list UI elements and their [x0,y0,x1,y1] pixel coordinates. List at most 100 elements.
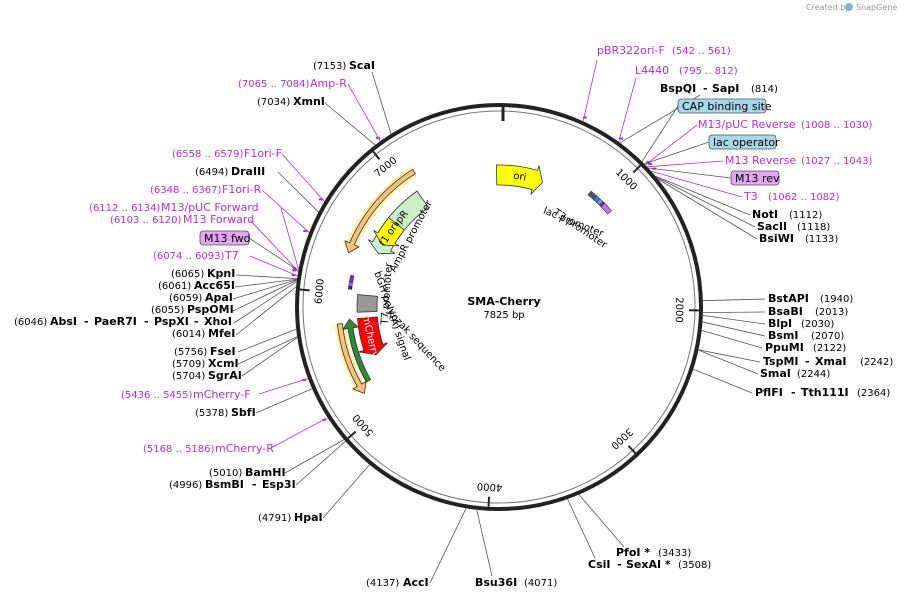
box-m13-rev[interactable]: M13 rev [730,170,780,186]
site-name: ScaI [349,59,375,72]
label-xcmi[interactable]: (5709) XcmI [172,357,239,370]
site-dash: - [194,315,199,328]
label-bsmi[interactable]: BsmI (2070) [768,329,844,342]
label-bsu36i[interactable]: Bsu36I (4071) [475,576,557,589]
label-mcherry-f[interactable]: (5436 .. 5455) mCherry-F [121,388,251,401]
feature-ori[interactable] [496,164,543,195]
label-smai[interactable]: SmaI (2244) [760,367,830,380]
leader-line [237,336,298,365]
label-amp-r[interactable]: (7065 .. 7084) Amp-R [238,77,347,90]
label-mcherry-r[interactable]: (5168 .. 5186) mCherry-R [143,442,274,455]
label-sacii[interactable]: SacII (1118) [757,220,830,233]
label-fsei[interactable]: (5756) FseI [174,345,236,358]
label-pbr322ori-f[interactable]: pBR322ori-F (542 .. 561) [597,44,731,57]
leader-line [249,219,299,272]
label-psp-omi[interactable]: (6055) PspOMI [151,303,234,316]
site-name: PflFI [755,386,783,399]
label-blpi[interactable]: BlpI (2030) [768,317,834,330]
label-f1ori-r[interactable]: (6348 .. 6367) F1ori-R [150,183,262,196]
plasmid-name: SMA-Cherry [467,295,540,308]
leader-line [702,311,766,314]
credit: Created by SnapGene [806,3,897,12]
site-name4: XhoI [204,315,232,328]
feature-mcherry-orange[interactable] [336,323,367,395]
label-noti[interactable]: NotI (1112) [752,208,822,221]
primer-range: (1062 .. 1082) [768,192,840,203]
label-mfei[interactable]: (6014) MfeI [172,327,235,340]
site-pos: (2242) [860,357,893,368]
box-bg [677,98,767,114]
label-f1ori-f[interactable]: (6558 .. 6579) F1ori-F [172,147,282,160]
site-name: MfeI [208,327,235,340]
label-acci[interactable]: (4137) AccI [366,576,429,589]
site-pos: (6494) [195,167,228,178]
label-pfoi[interactable]: PfoI * (3433) [616,546,691,559]
site-dash: - [805,355,810,368]
site-name: ApaI [205,291,233,304]
label-m13-reverse[interactable]: M13 Reverse (1027 .. 1043) [725,154,873,167]
feature-mcherry[interactable] [357,316,388,356]
label-m13-puc-forward[interactable]: (6112 .. 6134) M13/pUC Forward [89,201,259,214]
label-bamhi[interactable]: (5010) BamHI [209,466,286,479]
primer-range: (795 .. 812) [679,66,738,77]
label-bsabi[interactable]: BsaBI (2013) [768,305,848,318]
label-scai[interactable]: (7153) ScaI [313,59,375,72]
site-pos: (5010) [209,468,242,479]
primer-range: (1027 .. 1043) [801,156,873,167]
primer-name: F1ori-F [244,147,282,160]
box-m13-fwd[interactable]: M13 fwd [199,230,251,246]
leader-line [261,189,310,233]
box-lac-operator[interactable]: lac operator [708,134,780,150]
label-sgrai[interactable]: (5704) SgrAI [172,369,242,382]
feature-amp-r-arrow[interactable] [344,168,416,254]
label-kpni[interactable]: (6065) KpnI [171,267,235,280]
feature-f1-ori[interactable] [373,216,405,247]
site-pos: (814) [751,84,778,95]
box-cap-binding-site[interactable]: CAP binding site [677,98,772,114]
label-l4440[interactable]: L4440 (795 .. 812) [635,64,738,77]
label-t3[interactable]: T3 (1062 .. 1082) [743,190,840,203]
feature-ori-label: ori [512,171,527,184]
site-pos: (5704) [172,371,205,382]
label-acc65i[interactable]: (6061) Acc65I [158,279,235,292]
label-ppumi[interactable]: PpuMI (2122) [765,341,846,354]
box-bg [199,230,250,246]
label-bspqi-sapi[interactable]: BspQI - SapI (814) [660,82,778,95]
leader-line [641,105,679,162]
label-m13-puc-reverse[interactable]: M13/pUC Reverse (1008 .. 1030) [698,118,873,131]
tick-mark [372,150,381,160]
label-sbfi[interactable]: (5378) SbfI [195,406,256,419]
site-name: Acc65I [194,279,235,292]
label-tspmi-xmai[interactable]: TspMI - XmaI (2242) [763,355,893,368]
label-bsmbi-esp3i[interactable]: (4996) BsmBI - Esp3I [169,478,296,491]
site-name: BspQI [660,82,696,95]
leader-line [656,176,756,228]
feature-mcherry-green[interactable] [342,318,372,383]
label-apai[interactable]: (6059) ApaI [169,291,233,304]
box-label: M13 rev [735,172,780,185]
label-m13-forward[interactable]: (6103 .. 6120) M13 Forward [110,213,254,226]
site-dash: - [617,558,622,571]
label-t7[interactable]: (6074 .. 6093) T7 [153,249,239,262]
label-csii-sexai[interactable]: CsiI - SexAI * (3508) [588,558,711,571]
site-dash: - [703,82,708,95]
label-bsiwi[interactable]: BsiWI (1133) [759,232,838,245]
leader-line [567,498,596,559]
label-xmni[interactable]: (7034) XmnI [257,95,325,108]
label-bstapi[interactable]: BstAPI (1940) [768,292,853,305]
site-pos: (1118) [797,222,830,233]
leader-line [657,178,758,240]
tick-mark [627,445,637,454]
primer-name: M13/pUC Forward [161,201,259,214]
site-name: HpaI [294,511,323,524]
tick-mark [299,288,310,292]
site-name3: PspXI [154,315,189,328]
feature-bgh-polya[interactable] [356,294,378,313]
primer-range: (6112 .. 6134) [89,203,161,214]
leader-line [277,171,319,213]
label-pflfi-tth111i[interactable]: PflFI - Tth111I (2364) [755,386,890,399]
label-hpai[interactable]: (4791) HpaI [258,511,323,524]
label-draiii[interactable]: (6494) DraIII [195,165,265,178]
primer-range: (5436 .. 5455) [121,390,193,401]
label-absi-group[interactable]: (6046) AbsI - PaeR7I - PspXI - XhoI [14,315,232,328]
